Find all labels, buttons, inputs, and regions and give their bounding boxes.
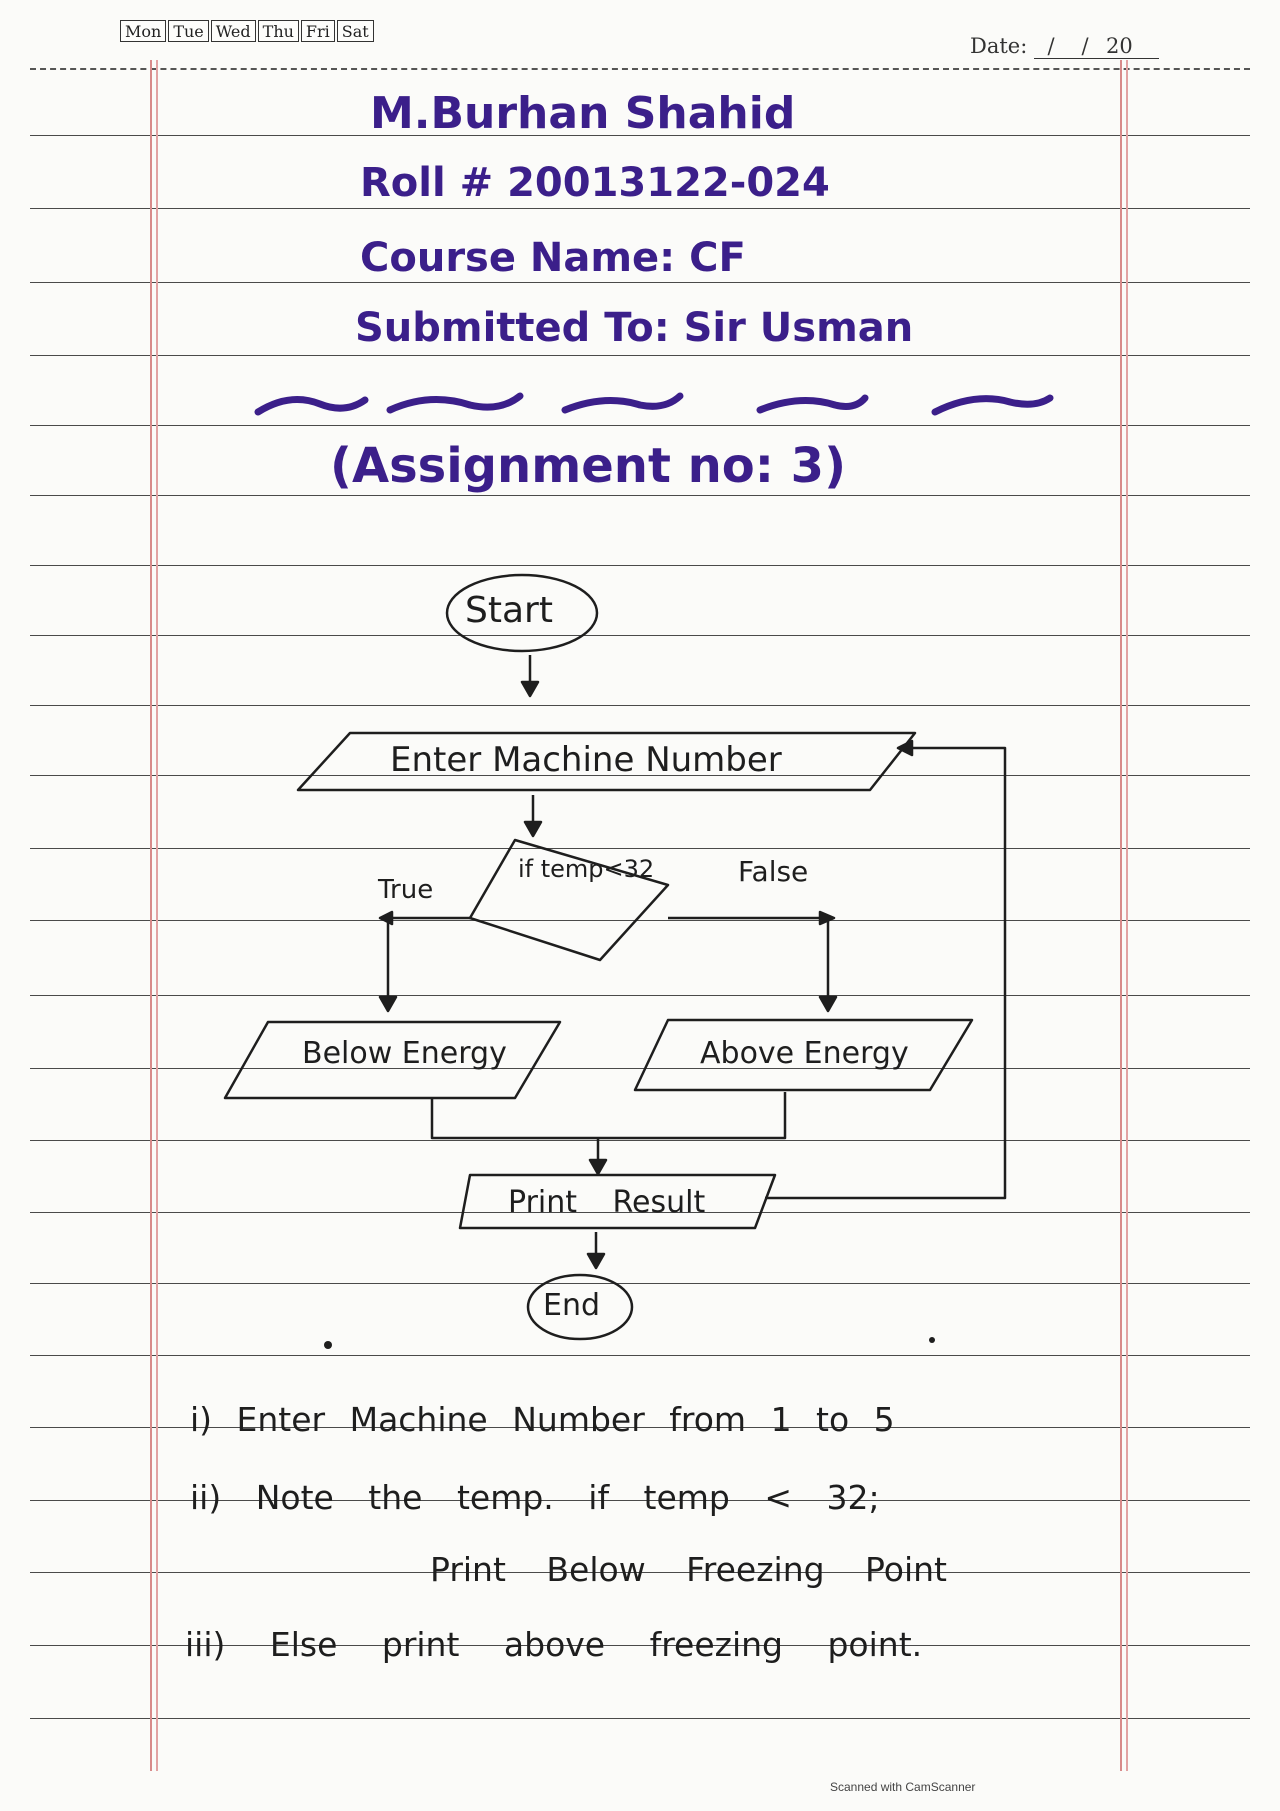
date-field: Date: //20 bbox=[970, 34, 1159, 59]
assignment-title: (Assignment no: 3) bbox=[330, 438, 846, 494]
arrow-head bbox=[588, 1158, 608, 1176]
end-label: End bbox=[543, 1288, 601, 1323]
rule-line bbox=[30, 1212, 1250, 1213]
input-parallelogram bbox=[296, 731, 917, 792]
day-box: Tue bbox=[168, 20, 209, 42]
rule-line bbox=[30, 1718, 1250, 1719]
date-year: 20 bbox=[1102, 34, 1159, 59]
true-label: True bbox=[378, 875, 434, 905]
rule-line bbox=[30, 425, 1250, 426]
below-energy-label: Below Energy bbox=[302, 1036, 507, 1071]
weekday-strip: Mon Tue Wed Thu Fri Sat bbox=[120, 20, 374, 42]
arrow-head bbox=[586, 1252, 606, 1270]
rule-line bbox=[30, 1068, 1250, 1069]
input-label: Enter Machine Number bbox=[390, 740, 782, 780]
squiggle bbox=[931, 394, 1054, 416]
step-2-continued: Print Below Freezing Point bbox=[430, 1550, 947, 1589]
rule-line bbox=[30, 995, 1250, 996]
squiggle bbox=[561, 392, 684, 414]
rule-line bbox=[30, 920, 1250, 921]
scanner-watermark: Scanned with CamScanner bbox=[830, 1780, 976, 1794]
rule-line bbox=[30, 1140, 1250, 1141]
rule-line bbox=[30, 1500, 1250, 1501]
right-margin-line bbox=[1120, 60, 1122, 1771]
rule-line bbox=[30, 1283, 1250, 1284]
rule-line bbox=[30, 1572, 1250, 1573]
course-name: Course Name: CF bbox=[360, 235, 746, 281]
header-line bbox=[30, 68, 1250, 70]
rule-line bbox=[30, 208, 1250, 209]
arrow-head bbox=[378, 995, 398, 1013]
step-3: iii) Else print above freezing point. bbox=[185, 1625, 923, 1664]
start-terminal bbox=[445, 573, 599, 653]
squiggle bbox=[386, 392, 524, 414]
arrow-head bbox=[896, 739, 914, 757]
day-box: Thu bbox=[257, 20, 299, 42]
print-result-label: Print Result bbox=[508, 1185, 706, 1220]
day-box: Mon bbox=[120, 20, 167, 42]
arrow-head bbox=[818, 910, 836, 926]
rule-line bbox=[30, 635, 1250, 636]
false-branch-line bbox=[668, 916, 830, 1005]
print-parallelogram bbox=[458, 1173, 777, 1230]
above-parallelogram bbox=[633, 1018, 974, 1092]
arrow-head bbox=[520, 680, 540, 698]
date-label: Date: bbox=[970, 34, 1028, 58]
rule-line bbox=[30, 775, 1250, 776]
start-label: Start bbox=[465, 590, 553, 631]
rule-line bbox=[30, 282, 1250, 283]
student-name: M.Burhan Shahid bbox=[370, 88, 796, 139]
rule-line bbox=[30, 1427, 1250, 1428]
day-box: Fri bbox=[300, 20, 335, 42]
arrow-head bbox=[818, 995, 838, 1013]
decision-label: if temp<32 bbox=[518, 855, 655, 883]
roll-number: Roll # 20013122-024 bbox=[360, 160, 830, 206]
date-blank: / bbox=[1068, 34, 1102, 59]
ink-dot bbox=[929, 1337, 935, 1343]
left-margin-line bbox=[150, 60, 152, 1771]
day-box: Sat bbox=[336, 20, 374, 42]
arrow-head bbox=[523, 820, 543, 838]
left-margin-line bbox=[156, 60, 158, 1771]
step-2: ii) Note the temp. if temp < 32; bbox=[190, 1478, 880, 1517]
right-margin-line bbox=[1126, 60, 1128, 1771]
day-box: Wed bbox=[210, 20, 256, 42]
squiggle bbox=[756, 394, 869, 414]
below-parallelogram bbox=[223, 1020, 562, 1100]
rule-line bbox=[30, 848, 1250, 849]
rule-line bbox=[30, 355, 1250, 356]
squiggle bbox=[254, 396, 369, 416]
end-terminal bbox=[526, 1273, 634, 1341]
merge-line bbox=[430, 1092, 787, 1140]
loop-back-line bbox=[765, 746, 1007, 1200]
false-label: False bbox=[738, 855, 809, 888]
arrow-head bbox=[378, 910, 394, 926]
rule-line bbox=[30, 705, 1250, 706]
rule-line bbox=[30, 1355, 1250, 1356]
submitted-to: Submitted To: Sir Usman bbox=[355, 305, 914, 351]
rule-line bbox=[30, 135, 1250, 136]
decision-diamond bbox=[468, 838, 670, 962]
rule-line bbox=[30, 1645, 1250, 1646]
step-1: i) Enter Machine Number from 1 to 5 bbox=[190, 1400, 895, 1439]
above-energy-label: Above Energy bbox=[700, 1036, 909, 1071]
rule-line bbox=[30, 565, 1250, 566]
ink-dot bbox=[324, 1341, 332, 1349]
rule-line bbox=[30, 495, 1250, 496]
true-branch-line bbox=[386, 916, 470, 1005]
date-blank: / bbox=[1034, 34, 1068, 59]
